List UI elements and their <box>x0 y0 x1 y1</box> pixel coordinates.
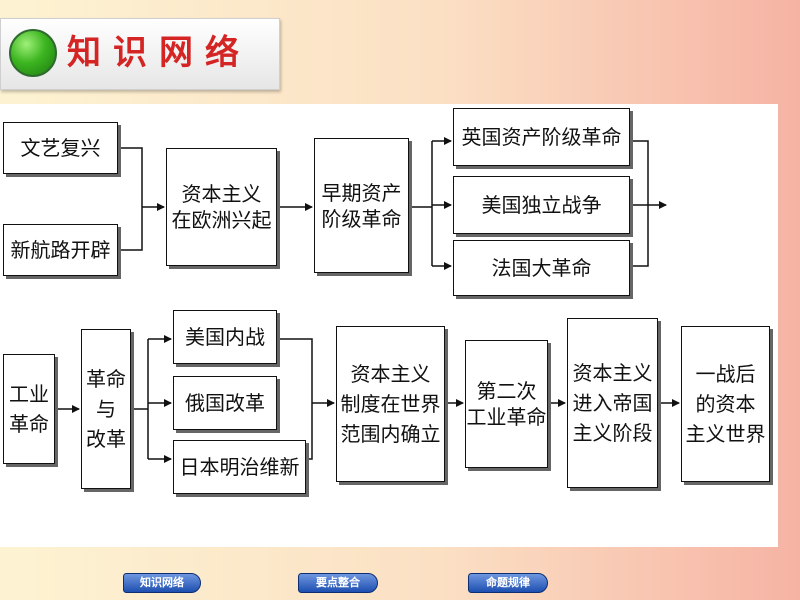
merge-bracket-3 <box>277 338 313 460</box>
node-french-revolution: 法国大革命 <box>453 240 630 296</box>
node-second-industrial: 第二次 工业革命 <box>465 340 548 468</box>
node-industrial-revolution: 工业 革命 <box>3 354 55 464</box>
page-title: 知识网络 <box>67 33 251 73</box>
node-capitalism-rise: 资本主义 在欧洲兴起 <box>166 148 277 266</box>
node-renaissance: 文艺复兴 <box>3 122 118 174</box>
knowledge-diagram: 文艺复兴 新航路开辟 资本主义 在欧洲兴起 早期资产 阶级革命 英国资产阶级革命… <box>0 104 778 547</box>
node-us-civil-war: 美国内战 <box>173 310 277 364</box>
node-english-revolution: 英国资产阶级革命 <box>453 108 630 166</box>
title-banner: 知识网络 <box>0 18 280 90</box>
green-ball-icon <box>9 29 57 77</box>
nav-key-points-button[interactable]: 要点整合 <box>298 573 378 593</box>
node-meiji-restoration: 日本明治维新 <box>173 440 306 494</box>
node-russian-reform: 俄国改革 <box>173 376 277 430</box>
connector-arrows <box>55 137 680 463</box>
node-early-revolution: 早期资产 阶级革命 <box>314 138 409 273</box>
nav-knowledge-network-button[interactable]: 知识网络 <box>123 573 201 593</box>
node-capitalism-established: 资本主义 制度在世界 范围内确立 <box>336 326 445 482</box>
node-imperialism: 资本主义 进入帝国 主义阶段 <box>567 318 658 488</box>
node-post-ww1: 一战后 的资本 主义世界 <box>681 326 770 482</box>
node-new-routes: 新航路开辟 <box>3 224 118 276</box>
node-american-independence: 美国独立战争 <box>453 176 630 234</box>
merge-bracket-2 <box>630 140 649 267</box>
nav-exam-patterns-button[interactable]: 命题规律 <box>468 573 548 593</box>
merge-bracket-1 <box>118 147 143 251</box>
node-revolution-reform: 革命 与 改革 <box>81 329 131 489</box>
